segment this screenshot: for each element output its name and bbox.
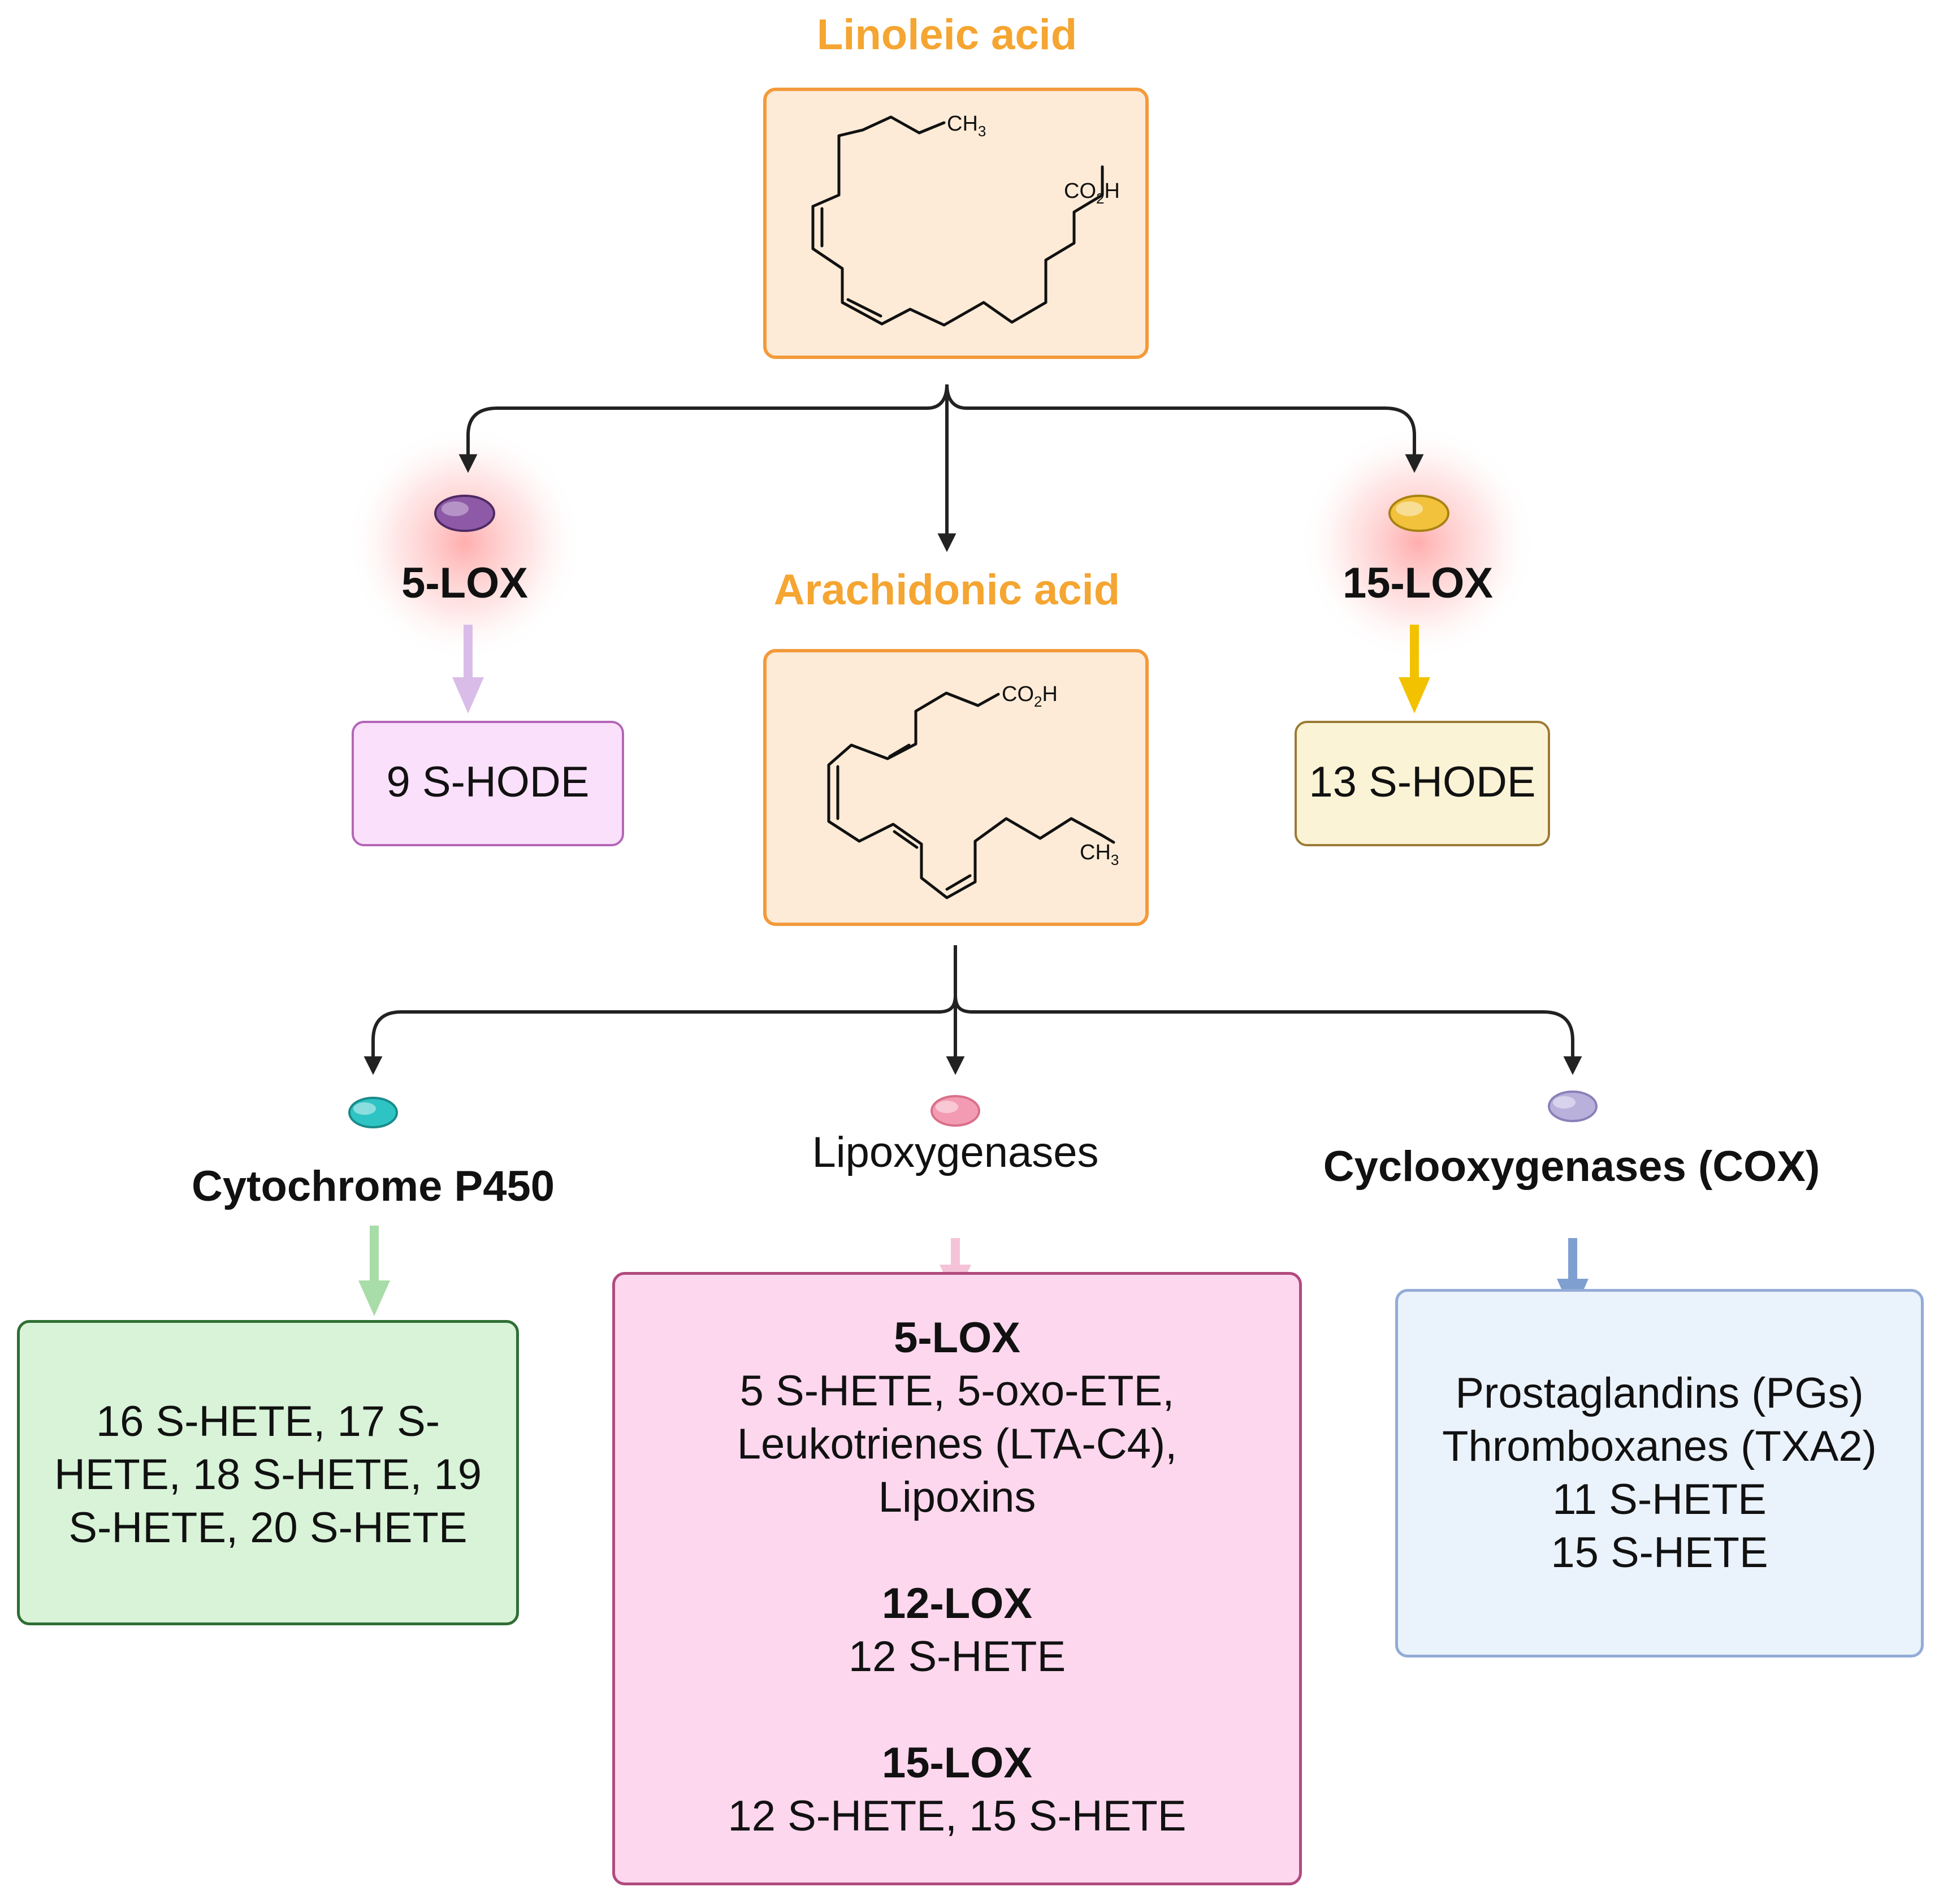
arachidonic-acid-structure: CO2H CH3	[827, 682, 1119, 899]
linoleic-acid-structure-box: CH3 CO2H	[763, 88, 1149, 359]
arrow-5lox-head	[452, 677, 484, 713]
p450-products-text: 16 S-HETE, 17 S- HETE, 18 S-HETE, 19 S-H…	[20, 1395, 516, 1555]
top-bracket	[458, 384, 1424, 552]
glow-5lox	[346, 424, 583, 661]
product-9-shode: 9 S-HODE	[386, 758, 590, 806]
lox-group-5lox-heading: 5-LOX	[894, 1314, 1020, 1362]
linoleic-acid-title: Linoleic acid	[816, 11, 1077, 59]
enzyme-lox-icon	[930, 1095, 980, 1127]
arachidonic-acid-structure-box: CO2H CH3	[763, 649, 1149, 926]
linoleic-acid-structure: CH3 CO2H	[811, 112, 1120, 327]
p450-products-box: 16 S-HETE, 17 S- HETE, 18 S-HETE, 19 S-H…	[17, 1320, 519, 1625]
enzyme-15lox-label: 15-LOX	[1342, 559, 1494, 607]
p450-line-2: HETE, 18 S-HETE, 19	[54, 1451, 482, 1499]
enzyme-5lox-icon	[434, 495, 495, 532]
lox-group-12lox-line-1: 12 S-HETE	[848, 1633, 1066, 1681]
arrow-p450-head	[358, 1280, 390, 1316]
arrow-lox-shaft	[951, 1238, 960, 1266]
svg-text:CO2H: CO2H	[1064, 179, 1120, 207]
enzymes	[348, 495, 1598, 1128]
arrow-p450-shaft	[370, 1226, 379, 1282]
p450-line-1: 16 S-HETE, 17 S-	[96, 1397, 440, 1446]
glow-15lox	[1299, 424, 1537, 661]
cytochrome-p450-label: Cytochrome P450	[191, 1162, 555, 1210]
product-13-shode-box: 13 S-HODE	[1295, 721, 1550, 846]
lox-group-5lox-line-3: Lipoxins	[878, 1473, 1036, 1521]
enzyme-p450-icon	[348, 1097, 398, 1128]
p450-line-3: S-HETE, 20 S-HETE	[68, 1504, 468, 1552]
product-13-shode: 13 S-HODE	[1309, 758, 1536, 806]
lox-group-12lox-heading: 12-LOX	[881, 1580, 1033, 1628]
lipoxygenases-label: Lipoxygenases	[812, 1128, 1099, 1176]
product-9-shode-box: 9 S-HODE	[352, 721, 624, 846]
enzyme-15lox-icon	[1388, 495, 1449, 532]
cox-line-2: Thromboxanes (TXA2)	[1442, 1422, 1877, 1470]
enzyme-5lox-label: 5-LOX	[401, 559, 528, 607]
enzyme-cox-icon	[1548, 1091, 1598, 1122]
cox-line-1: Prostaglandins (PGs)	[1455, 1369, 1864, 1417]
cox-line-4: 15 S-HETE	[1551, 1529, 1768, 1577]
cox-products-text: Prostaglandins (PGs) Thromboxanes (TXA2)…	[1398, 1367, 1921, 1580]
arachidonic-acid-title: Arachidonic acid	[773, 566, 1120, 614]
svg-text:CO2H: CO2H	[1002, 682, 1058, 710]
arrow-5lox-shaft	[464, 625, 473, 678]
lox-group-15lox-line-1: 12 S-HETE, 15 S-HETE	[728, 1792, 1187, 1840]
lox-group-5lox-line-1: 5 S-HETE, 5-oxo-ETE,	[739, 1367, 1175, 1415]
cox-products-box: Prostaglandins (PGs) Thromboxanes (TXA2)…	[1395, 1289, 1924, 1658]
lox-group-15lox-heading: 15-LOX	[881, 1739, 1033, 1787]
arrow-15lox-head	[1399, 677, 1430, 713]
bottom-bracket	[363, 945, 1582, 1075]
svg-text:CH3: CH3	[1080, 841, 1119, 868]
arrow-cox-shaft	[1568, 1238, 1577, 1280]
cox-line-3: 11 S-HETE	[1552, 1475, 1767, 1524]
svg-text:CH3: CH3	[947, 112, 986, 140]
arrow-15lox-shaft	[1410, 625, 1419, 678]
lox-products-box: 5-LOX 5 S-HETE, 5-oxo-ETE, Leukotrienes …	[612, 1272, 1302, 1885]
lox-group-5lox-line-2: Leukotrienes (LTA-C4),	[737, 1420, 1178, 1468]
lox-products-text: 5-LOX 5 S-HETE, 5-oxo-ETE, Leukotrienes …	[615, 1312, 1299, 1843]
cyclooxygenases-label: Cyclooxygenases (COX)	[1323, 1143, 1820, 1191]
